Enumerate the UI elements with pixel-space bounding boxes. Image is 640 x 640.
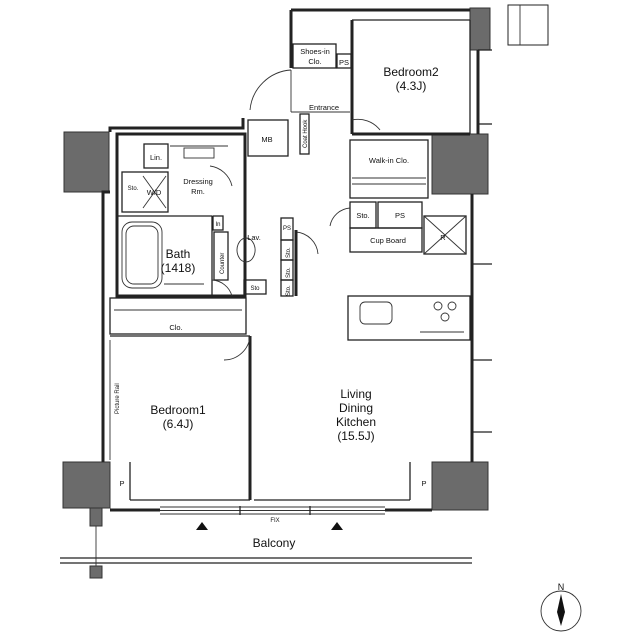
label-dressing-1: Dressing: [183, 177, 213, 186]
label-sto-v1: Sto.: [286, 247, 292, 258]
fridge-box: [423, 215, 467, 255]
label-sto-hall: Sto.: [356, 211, 369, 220]
dressing-basin: [183, 147, 215, 159]
dressing-door-swing: [209, 165, 233, 187]
label-entrance: Entrance: [309, 103, 339, 112]
label-sto-v3: Sto.: [286, 285, 292, 296]
ldk-door-swing: [295, 231, 319, 255]
lav-basin: [236, 237, 256, 263]
compass-ring: [540, 590, 582, 632]
outer-wall-left: [101, 190, 110, 462]
label-coat-hook: Coat Hook: [303, 119, 309, 148]
walk-in-clo-box: [349, 139, 429, 199]
mb-box: [247, 119, 289, 157]
column-bottom-left: [62, 461, 111, 509]
label-bedroom2-size: (4.3J): [396, 79, 427, 93]
in-box: [212, 215, 224, 231]
label-counter: Counter: [220, 253, 226, 274]
hall-door-swing: [329, 207, 351, 227]
label-bedroom2: Bedroom2: [383, 65, 439, 79]
fridge-cross-2: [423, 215, 467, 255]
column-right-mid: [431, 133, 489, 195]
kitchen-island: [347, 295, 471, 341]
label-fridge: R: [440, 233, 446, 242]
clo-box: [109, 297, 247, 335]
outside-unit-top-right: [507, 4, 549, 46]
label-in: In: [215, 222, 220, 228]
coat-hook-strip: [299, 113, 310, 155]
bathtub: [121, 221, 163, 289]
column-top-left: [63, 131, 110, 193]
label-picture-rail: Picture Rail: [115, 383, 121, 414]
label-sto-wd: Sto.: [128, 186, 139, 192]
compass-needle: [557, 594, 565, 626]
label-bath-size: (1418): [161, 261, 196, 275]
label-p-right: P: [421, 479, 426, 488]
wd-box: [121, 171, 169, 213]
label-ldk-1: Living: [340, 387, 371, 401]
label-p-left: P: [119, 479, 124, 488]
sliding-door-marker-right: [331, 522, 343, 530]
column-balcony-left: [89, 507, 103, 527]
entrance-door-swing: [249, 69, 292, 111]
bathtub-inner: [125, 225, 159, 285]
label-shoes-in-1: Shoes-in: [300, 47, 330, 56]
lin-box: [143, 143, 169, 169]
bedroom1-door-swing: [223, 335, 251, 361]
column-bottom-right: [431, 461, 489, 511]
label-fix: FIX: [270, 518, 279, 524]
label-bath: Bath: [166, 247, 191, 261]
sliding-door-marker-left: [196, 522, 208, 530]
label-sto-v2: Sto.: [286, 267, 292, 278]
label-walk-in-clo: Walk-in Clo.: [369, 156, 409, 165]
label-bedroom1-size: (6.4J): [163, 417, 194, 431]
label-cup-board: Cup Board: [370, 236, 406, 245]
label-ps-mid: PS: [395, 211, 405, 220]
compass-label: N: [558, 582, 565, 592]
burner-3: [440, 312, 450, 322]
counter-box: [213, 231, 229, 281]
wd-cross-2: [142, 175, 167, 209]
service-block: [115, 132, 247, 298]
label-mb: MB: [261, 135, 272, 144]
kitchen-sink: [359, 301, 393, 325]
label-ps-small: PS: [283, 226, 291, 232]
sto-lav-box: [243, 279, 267, 295]
burner-2: [447, 301, 457, 311]
label-ps-top: PS: [339, 58, 349, 67]
label-wd: W/D: [147, 188, 162, 197]
outer-wall-entry: [108, 118, 245, 132]
label-ldk-2: Dining: [339, 401, 373, 415]
label-dressing-2: Rm.: [191, 187, 205, 196]
column-top-right: [469, 7, 491, 51]
shoes-in-clo-box: [292, 43, 337, 69]
bath-door-swing: [211, 279, 233, 297]
label-clo: Clo.: [169, 323, 182, 332]
label-balcony: Balcony: [253, 536, 296, 550]
bedroom2-door-swing: [351, 118, 381, 131]
label-ldk-size: (15.5J): [337, 429, 374, 443]
sto-v3-box: [280, 279, 294, 297]
column-balcony-foot: [89, 565, 103, 579]
label-bedroom1: Bedroom1: [150, 403, 206, 417]
label-ldk-3: Kitchen: [336, 415, 376, 429]
cup-board-box: [349, 227, 423, 253]
label-lin: Lin.: [150, 153, 162, 162]
label-sto-lav: Sto: [250, 286, 260, 292]
burner-1: [433, 301, 443, 311]
label-lav: Lav.: [247, 233, 261, 242]
label-shoes-in-2: Clo.: [308, 57, 321, 66]
